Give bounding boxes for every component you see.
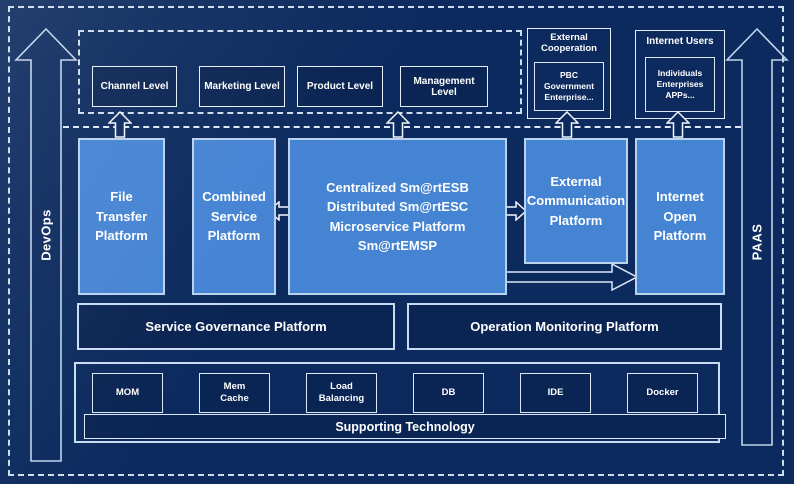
internet-users-members-box: Individuals Enterprises APPs... xyxy=(645,57,715,112)
member-line: PBC Government xyxy=(543,69,595,91)
internet-users-members: Individuals Enterprises APPs... xyxy=(657,68,704,101)
up-arrow-icon xyxy=(555,111,579,138)
external-cooperation-title: External Cooperation xyxy=(541,32,597,55)
supporting-technology-bar: Supporting Technology xyxy=(84,414,726,439)
tech-label: Mem Cache xyxy=(220,381,249,404)
level-box-channel: Channel Level xyxy=(92,66,177,107)
tech-box-mem-cache: Mem Cache xyxy=(199,373,270,413)
flow-right-arrow-icon xyxy=(503,262,639,292)
tech-box-docker: Docker xyxy=(627,373,698,413)
business-levels-dashed-container xyxy=(78,30,522,114)
governance-label: Service Governance Platform xyxy=(145,319,327,334)
tech-box-load-balancing: Load Balancing xyxy=(306,373,377,413)
diagram-outer-dashed-border xyxy=(8,6,784,476)
service-governance-platform-box: Service Governance Platform xyxy=(77,303,395,350)
paas-up-arrow-icon xyxy=(725,27,789,446)
devops-label: DevOps xyxy=(38,209,54,261)
tech-box-db: DB xyxy=(413,373,484,413)
devops-up-arrow-icon xyxy=(14,27,78,462)
platform-internet-open: Internet Open Platform xyxy=(635,138,725,295)
level-box-marketing: Marketing Level xyxy=(199,66,285,107)
external-cooperation-members-box: PBC Government Enterprise... xyxy=(534,62,604,111)
paas-rail: PAAS xyxy=(724,26,790,448)
platform-combined-service: Combined Service Platform xyxy=(192,138,276,295)
tech-label: Load Balancing xyxy=(318,381,365,404)
internet-users-group: Internet Users Individuals Enterprises A… xyxy=(635,30,725,119)
up-arrow-icon xyxy=(386,111,410,138)
up-arrow-icon xyxy=(666,111,690,138)
external-cooperation-members: PBC Government Enterprise... xyxy=(535,70,603,103)
operation-monitoring-platform-box: Operation Monitoring Platform xyxy=(407,303,722,350)
devops-rail: DevOps xyxy=(13,26,79,464)
member-line: Enterprises xyxy=(656,78,704,89)
tech-label: MOM xyxy=(115,387,140,399)
level-label: Product Level xyxy=(306,81,374,92)
internet-users-title: Internet Users xyxy=(646,36,714,47)
level-label: Marketing Level xyxy=(204,81,280,92)
supporting-technology-label: Supporting Technology xyxy=(335,419,475,434)
platform-label: Centralized Sm@rtESB Distributed Sm@rtES… xyxy=(326,179,469,254)
level-box-management: Management Level xyxy=(400,66,488,107)
level-label: Management Level xyxy=(413,75,475,98)
platform-file-transfer: File Transfer Platform xyxy=(78,138,165,295)
platform-label: Combined Service Platform xyxy=(202,189,266,244)
tech-label: IDE xyxy=(547,387,564,399)
tech-label: DB xyxy=(441,387,456,399)
member-line: Individuals xyxy=(657,67,703,78)
platform-central-esb: Centralized Sm@rtESB Distributed Sm@rtES… xyxy=(288,138,507,295)
level-label: Channel Level xyxy=(100,81,169,92)
up-arrow-icon xyxy=(108,111,132,138)
platform-external-communication: External Communication Platform xyxy=(524,138,628,264)
platform-label: External Communication Platform xyxy=(526,173,626,228)
member-line: APPs... xyxy=(665,90,695,101)
tech-box-ide: IDE xyxy=(520,373,591,413)
member-line: Enterprise... xyxy=(544,92,594,103)
external-cooperation-group: External Cooperation PBC Government Ente… xyxy=(527,28,611,119)
platform-label: Internet Open Platform xyxy=(653,189,707,244)
tech-label: Docker xyxy=(646,387,679,399)
tech-box-mom: MOM xyxy=(92,373,163,413)
platform-label: File Transfer Platform xyxy=(95,189,148,244)
level-box-product: Product Level xyxy=(297,66,383,107)
governance-label: Operation Monitoring Platform xyxy=(470,319,659,334)
supporting-technology-container xyxy=(74,362,720,443)
paas-label: PAAS xyxy=(749,223,765,261)
